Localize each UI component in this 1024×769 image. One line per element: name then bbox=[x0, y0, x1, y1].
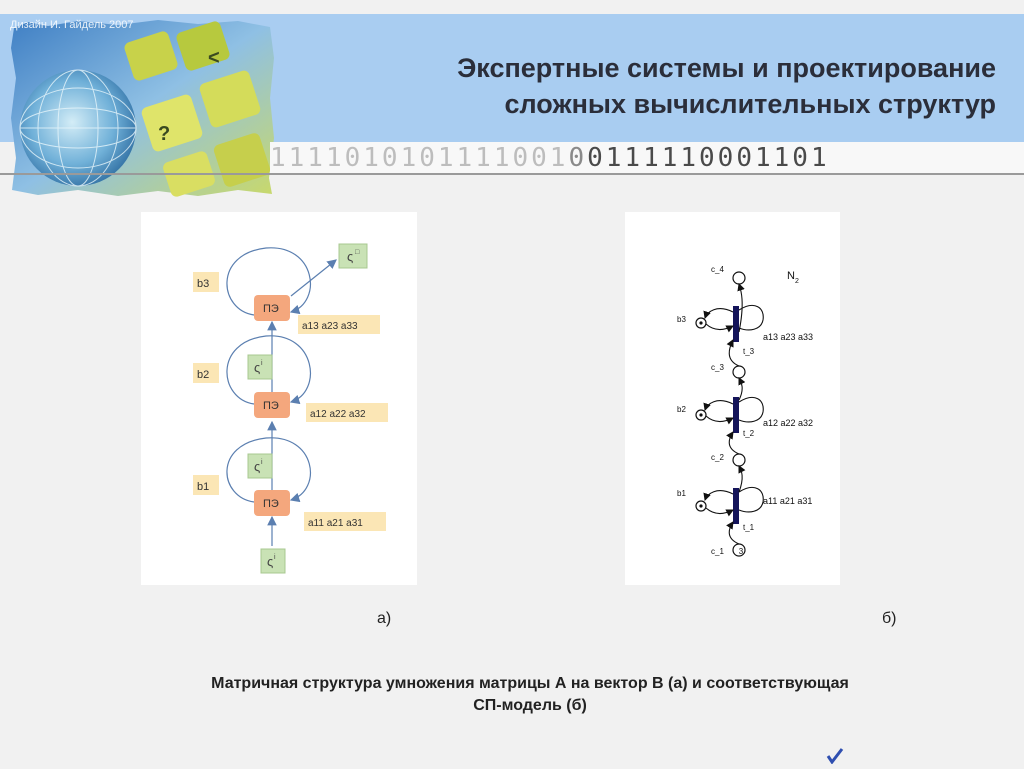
coeff-label-1: a11 a21 a31 bbox=[308, 518, 363, 529]
place-b2-label: b2 bbox=[677, 405, 686, 414]
input-b1-label: b1 bbox=[197, 481, 209, 493]
transition-t2-label: t_2 bbox=[743, 429, 755, 438]
pe-box-2: ПЭ bbox=[254, 392, 290, 418]
partial-sum-box-1: ς i bbox=[248, 454, 272, 478]
pe-label-3: ПЭ bbox=[263, 303, 279, 315]
coeff-label-2: a12 a22 a32 bbox=[310, 409, 366, 420]
coeff-box-1: a11 a21 a31 bbox=[304, 512, 386, 531]
figure-caption: Матричная структура умножения матрицы А … bbox=[100, 673, 960, 717]
input-b2-label: b2 bbox=[197, 369, 209, 381]
transition-t3-label: t_3 bbox=[743, 347, 755, 356]
place-c3-label: c_3 bbox=[711, 363, 724, 372]
slide-title-line1: Экспертные системы и проектирование bbox=[316, 50, 996, 86]
transition-t3 bbox=[733, 306, 739, 342]
svg-text:?: ? bbox=[158, 123, 170, 145]
partial-sum-label-2: ς bbox=[254, 360, 260, 375]
pe-label-1: ПЭ bbox=[263, 498, 279, 510]
logo-image: ? < bbox=[8, 18, 276, 198]
place-b1-label: b1 bbox=[677, 489, 686, 498]
binary-mid: 0 bbox=[568, 143, 587, 173]
partial-sum-label-0: ς bbox=[267, 554, 273, 569]
partial-sum-box-0: ς i bbox=[261, 549, 285, 573]
petri-net-diagram: N 2 3 c_4 c_3 c_2 c_1 b3 b2 b1 bbox=[625, 212, 840, 585]
pe-label-2: ПЭ bbox=[263, 400, 279, 412]
place-c3 bbox=[733, 366, 745, 378]
coeff-b-label-3: a13 a23 a33 bbox=[763, 332, 813, 342]
place-c2-label: c_2 bbox=[711, 453, 724, 462]
svg-text:<: < bbox=[208, 47, 220, 69]
place-c4-label: c_4 bbox=[711, 265, 724, 274]
slide-title-line2: сложных вычислительных структур bbox=[316, 86, 996, 122]
label-a: а) bbox=[377, 610, 391, 628]
input-box-b1: b1 bbox=[193, 475, 219, 495]
transition-t2 bbox=[733, 397, 739, 433]
input-b3-label: b3 bbox=[197, 278, 209, 290]
result-node: ς □ bbox=[339, 244, 367, 268]
input-box-b3: b3 bbox=[193, 272, 219, 292]
corner-checkmark-icon bbox=[826, 748, 844, 764]
label-b: б) bbox=[882, 610, 897, 628]
coeff-b-label-2: a12 a22 a32 bbox=[763, 418, 813, 428]
pe-box-3: ПЭ bbox=[254, 295, 290, 321]
net-sub: 2 bbox=[795, 278, 799, 285]
design-credit: Дизайн И. Гайдель 2007 bbox=[10, 19, 134, 31]
transition-t1-label: t_1 bbox=[743, 523, 755, 532]
input-box-b2: b2 bbox=[193, 363, 219, 383]
coeff-label-3: a13 a23 a33 bbox=[302, 321, 358, 332]
token-count: 3 bbox=[739, 547, 744, 556]
transition-t1 bbox=[733, 488, 739, 524]
coeff-b-label-1: a11 a21 a31 bbox=[763, 496, 812, 506]
pe-box-1: ПЭ bbox=[254, 490, 290, 516]
place-b3-label: b3 bbox=[677, 315, 686, 324]
figure-caption-line1: Матричная структура умножения матрицы А … bbox=[100, 673, 960, 695]
slide-title: Экспертные системы и проектирование слож… bbox=[316, 50, 996, 122]
partial-sum-box-2: ς i bbox=[248, 355, 272, 379]
partial-sum-label-1: ς bbox=[254, 459, 260, 474]
binary-decoration: 111101010111100100111110001101 bbox=[270, 142, 1024, 174]
output-edge bbox=[291, 260, 336, 296]
binary-dark: 0111110001101 bbox=[587, 143, 830, 173]
figure-caption-line2: СП-модель (б) bbox=[100, 695, 960, 717]
header-divider bbox=[0, 173, 1024, 175]
binary-light: 1111010101111001 bbox=[270, 143, 568, 173]
place-c2 bbox=[733, 454, 745, 466]
result-label: ς bbox=[347, 249, 353, 264]
coeff-box-2: a12 a22 a32 bbox=[306, 403, 388, 422]
net-label: N bbox=[787, 270, 795, 282]
coeff-box-3: a13 a23 a33 bbox=[298, 315, 380, 334]
place-c1-label: c_1 bbox=[711, 547, 724, 556]
matrix-structure-diagram: ς □ b3 b2 b1 ПЭ ПЭ ПЭ bbox=[141, 212, 417, 585]
place-c4 bbox=[733, 272, 745, 284]
